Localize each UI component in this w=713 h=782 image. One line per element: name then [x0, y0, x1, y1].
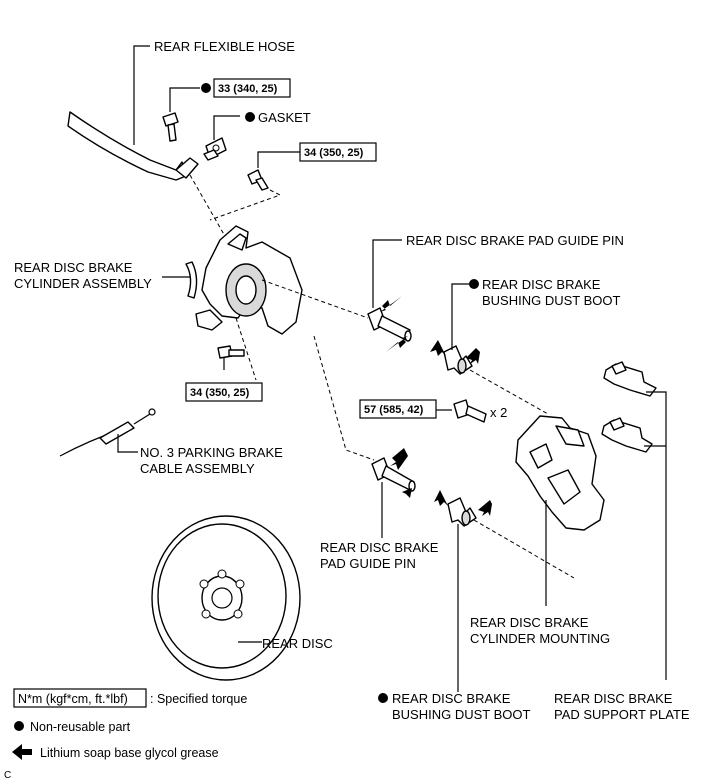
- leader-gasket: [213, 115, 240, 140]
- dashed-line: [189, 174, 227, 239]
- guide-pin-top: [367, 307, 412, 342]
- torque-box-33: [213, 78, 291, 98]
- torque-34-top: 34 (350, 25): [304, 147, 364, 159]
- rear-flexible-hose: [67, 111, 199, 181]
- legend-torque-unit: N*m (kgf*cm, ft.*lbf): [18, 692, 128, 706]
- label-guide-pin-top: REAR DISC BRAKE PAD GUIDE PIN: [406, 233, 624, 248]
- rear-disc: [151, 515, 301, 681]
- non-reusable-icon: [469, 279, 479, 289]
- label-rear-flexible-hose: REAR FLEXIBLE HOSE: [154, 39, 295, 54]
- legend-torque-box: [13, 688, 147, 708]
- label-support-plate-line1: REAR DISC BRAKE: [554, 691, 673, 706]
- label-rear-disc: REAR DISC: [262, 636, 333, 651]
- label-dust-boot-top-line1: REAR DISC BRAKE: [482, 277, 601, 292]
- gasket: [203, 137, 227, 161]
- legend-torque-text: : Specified torque: [150, 692, 247, 706]
- corner-mark: C: [4, 770, 11, 781]
- dust-boot-top: [443, 345, 473, 375]
- grease-arrow-icon: [380, 296, 402, 312]
- dashed-line: [209, 189, 282, 221]
- leader-flexible-hose: [133, 45, 150, 145]
- grease-arrow-icon: [466, 348, 480, 364]
- non-reusable-icon: [245, 112, 255, 122]
- grease-arrow-icon: [394, 488, 412, 508]
- grease-arrow-icon: [386, 336, 408, 352]
- non-reusable-icon: [378, 693, 388, 703]
- label-cylinder-mounting-line1: REAR DISC BRAKE: [470, 615, 589, 630]
- bleeder-bolt: [247, 169, 269, 191]
- legend-non-reusable: Non-reusable part: [30, 720, 131, 734]
- parking-brake-cable: [59, 408, 156, 457]
- legend: N*m (kgf*cm, ft.*lbf) : Specified torque…: [4, 688, 247, 781]
- label-parking-cable-line1: NO. 3 PARKING BRAKE: [140, 445, 283, 460]
- label-guide-pin-bottom-line1: REAR DISC BRAKE: [320, 540, 439, 555]
- grease-arrow-icon: [430, 340, 446, 356]
- mounting-bolt: [453, 399, 487, 423]
- dashed-line: [261, 279, 369, 319]
- torque-box-34-bottom: [185, 382, 263, 402]
- guide-pin-bottom: [371, 457, 416, 492]
- label-parking-cable-line2: CABLE ASSEMBLY: [140, 461, 255, 476]
- pad-support-plate-lower: [601, 417, 653, 453]
- union-bolt: [162, 112, 179, 142]
- pad-support-plate-upper: [603, 361, 657, 397]
- legend-grease: Lithium soap base glycol grease: [40, 746, 219, 760]
- label-gasket: GASKET: [258, 110, 311, 125]
- leader-parking-cable: [117, 434, 138, 453]
- torque-box-57: [359, 399, 437, 419]
- leader-torque-34-top: [257, 151, 300, 168]
- torque-34-bottom: 34 (350, 25): [190, 387, 250, 399]
- leader-support-plate: [644, 391, 667, 680]
- torque-57: 57 (585, 42): [364, 404, 424, 416]
- grease-arrow-icon: [12, 744, 32, 760]
- rear-disc-brake-cylinder-mounting: [515, 415, 605, 531]
- dashed-line: [469, 369, 549, 415]
- torque-33: 33 (340, 25): [218, 83, 278, 95]
- label-dust-boot-top-line2: BUSHING DUST BOOT: [482, 293, 621, 308]
- dashed-line: [313, 335, 375, 461]
- dust-boot-bottom: [447, 497, 477, 527]
- label-support-plate-line2: PAD SUPPORT PLATE: [554, 707, 690, 722]
- dashed-line: [235, 317, 257, 381]
- leader-torque-33: [169, 87, 200, 112]
- lower-bolt: [217, 345, 245, 359]
- rear-disc-brake-cylinder-assembly: [185, 225, 303, 335]
- dashed-line: [473, 519, 575, 579]
- grease-arrow-icon: [478, 500, 492, 516]
- grease-arrow-icon: [434, 490, 448, 506]
- non-reusable-icon: [201, 83, 211, 93]
- label-cylinder-assembly-line2: CYLINDER ASSEMBLY: [14, 276, 152, 291]
- grease-arrow-icon: [390, 448, 408, 470]
- non-reusable-icon: [14, 721, 24, 731]
- torque-box-34-top: [299, 142, 377, 162]
- leader-dust-boot-top: [451, 283, 470, 350]
- multiplier-x2: x 2: [490, 405, 507, 420]
- label-dust-boot-bottom-line1: REAR DISC BRAKE: [392, 691, 511, 706]
- leader-guide-pin-top: [372, 239, 402, 308]
- label-cylinder-assembly-line1: REAR DISC BRAKE: [14, 260, 133, 275]
- label-cylinder-mounting-line2: CYLINDER MOUNTING: [470, 631, 610, 646]
- label-guide-pin-bottom-line2: PAD GUIDE PIN: [320, 556, 416, 571]
- label-dust-boot-bottom-line2: BUSHING DUST BOOT: [392, 707, 531, 722]
